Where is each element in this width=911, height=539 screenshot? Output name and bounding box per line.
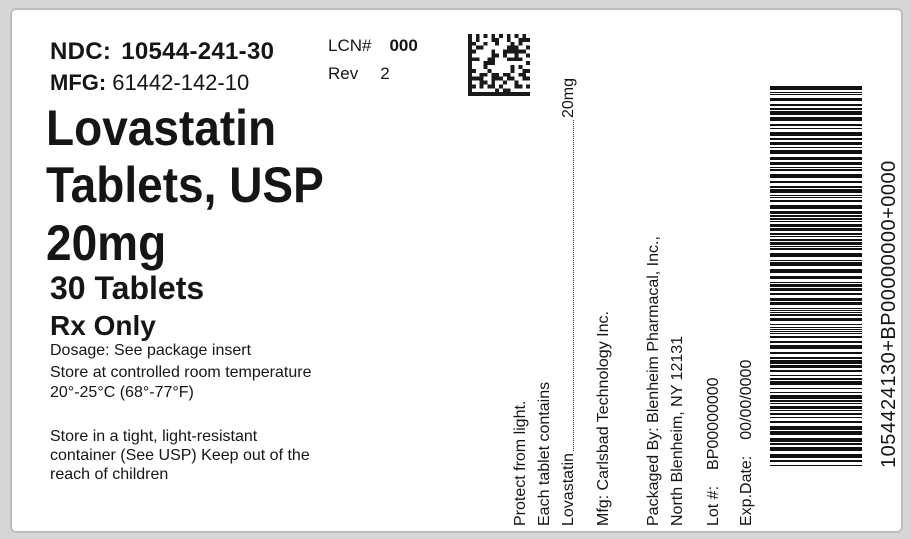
datamatrix-code xyxy=(468,34,530,96)
each-tablet-contains: Each tablet contains xyxy=(536,381,553,526)
protect-from-light: Protect from light. xyxy=(512,400,529,526)
exp-value: 00/00/0000 xyxy=(738,359,755,440)
ndc-label: NDC: xyxy=(50,38,112,65)
rev-label: Rev xyxy=(328,64,359,83)
storage-line-1: Store at controlled room temperature xyxy=(50,364,312,381)
lcn-label: LCN# xyxy=(328,36,372,55)
exp-label: Exp.Date: xyxy=(738,455,755,526)
drug-label: NDC: 10544-241-30 MFG:61442-142-10 LCN# 00… xyxy=(10,8,903,533)
lot-value: BP00000000 xyxy=(705,377,722,470)
container-line-1: Store in a tight, light-resistant xyxy=(50,428,258,445)
ingredient-amount: 20mg xyxy=(560,78,577,119)
mfg-label: MFG: xyxy=(50,70,107,95)
packaged-by-line-2: North Blenheim, NY 12131 xyxy=(669,335,686,526)
dosage-text: Dosage: See package insert xyxy=(50,342,252,359)
ndc-line: NDC: 10544-241-30 xyxy=(50,38,274,66)
leader-dots xyxy=(560,120,574,452)
ingredient-line: Lovastatin 20mg xyxy=(560,78,578,526)
rev-value: 2 xyxy=(380,64,390,83)
packaged-by-line-1: Packaged By: Blenheim Pharmacal, Inc., xyxy=(645,236,662,526)
mfg-value: 61442-142-10 xyxy=(112,70,250,95)
lot-label: Lot #: xyxy=(705,485,722,526)
tablet-count: 30 Tablets xyxy=(50,270,205,306)
barcode xyxy=(770,86,862,466)
drug-strength: 20mg xyxy=(46,215,167,271)
expiration-date: Exp.Date: 00/00/0000 xyxy=(738,360,756,526)
drug-name-line-1: Lovastatin xyxy=(46,100,277,156)
rx-only: Rx Only xyxy=(50,310,156,341)
lot-number: Lot #: BP00000000 xyxy=(705,377,723,526)
mfg-line: MFG:61442-142-10 xyxy=(50,70,249,96)
lcn-line: LCN# 000 xyxy=(328,36,418,56)
manufacturer: Mfg: Carlsbad Technology Inc. xyxy=(595,311,612,526)
drug-name-line-2: Tablets, USP xyxy=(46,157,324,213)
barcode-text: 1054424130+BP00000000+0000 xyxy=(878,160,900,468)
container-line-3: reach of children xyxy=(50,466,169,483)
ndc-value: 10544-241-30 xyxy=(121,38,275,65)
storage-line-2: 20°-25°C (68°-77°F) xyxy=(50,384,194,401)
rev-line: Rev 2 xyxy=(328,64,390,84)
lcn-value: 000 xyxy=(389,36,418,55)
ingredient-name: Lovastatin xyxy=(560,453,577,526)
container-line-2: container (See USP) Keep out of the xyxy=(50,447,310,464)
